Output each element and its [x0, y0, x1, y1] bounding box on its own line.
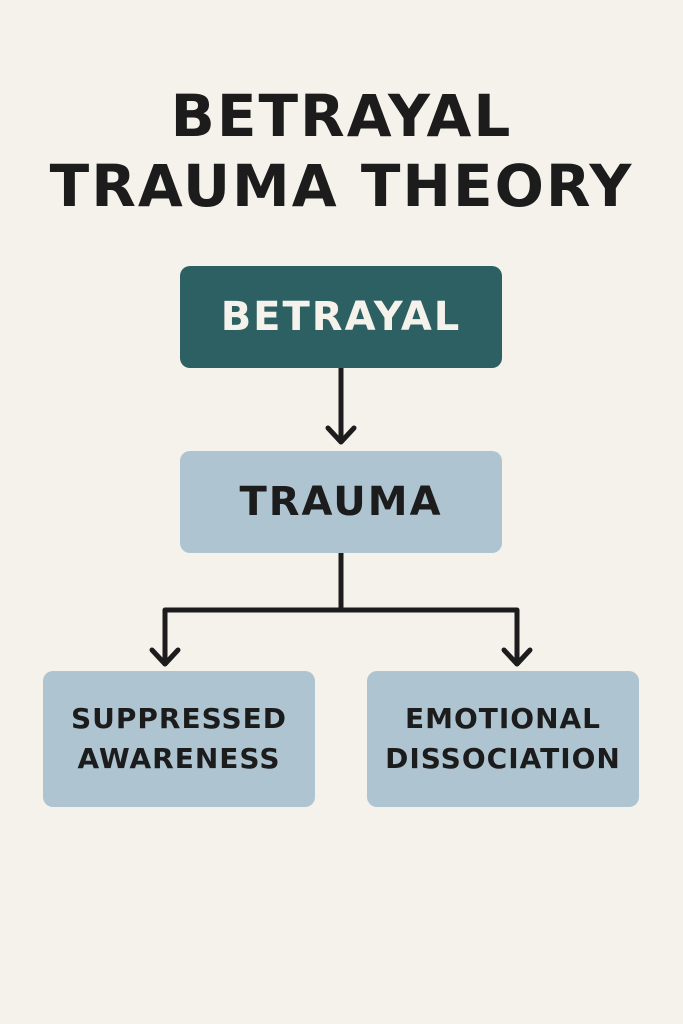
node-emotional-line-2: DISSOCIATION: [385, 742, 621, 775]
node-emotional-dissociation: EMOTIONAL DISSOCIATION: [367, 671, 639, 807]
title-line-2: TRAUMA THEORY: [49, 152, 634, 220]
node-betrayal-label: BETRAYAL: [220, 294, 462, 340]
node-trauma: TRAUMA: [180, 451, 502, 553]
node-trauma-label: TRAUMA: [239, 479, 443, 525]
arrowhead-suppressed: [149, 647, 181, 667]
node-emotional-line-1: EMOTIONAL: [404, 702, 602, 735]
node-betrayal: BETRAYAL: [180, 266, 502, 368]
node-suppressed-line-1: SUPPRESSED: [70, 702, 288, 735]
edge-branch: [162, 607, 520, 665]
title-line-1: BETRAYAL: [170, 82, 513, 150]
arrowhead-trauma: [325, 425, 357, 445]
node-suppressed-line-2: AWARENESS: [77, 742, 281, 775]
node-suppressed-awareness: SUPPRESSED AWARENESS: [43, 671, 315, 807]
arrowhead-emotional: [501, 647, 533, 667]
